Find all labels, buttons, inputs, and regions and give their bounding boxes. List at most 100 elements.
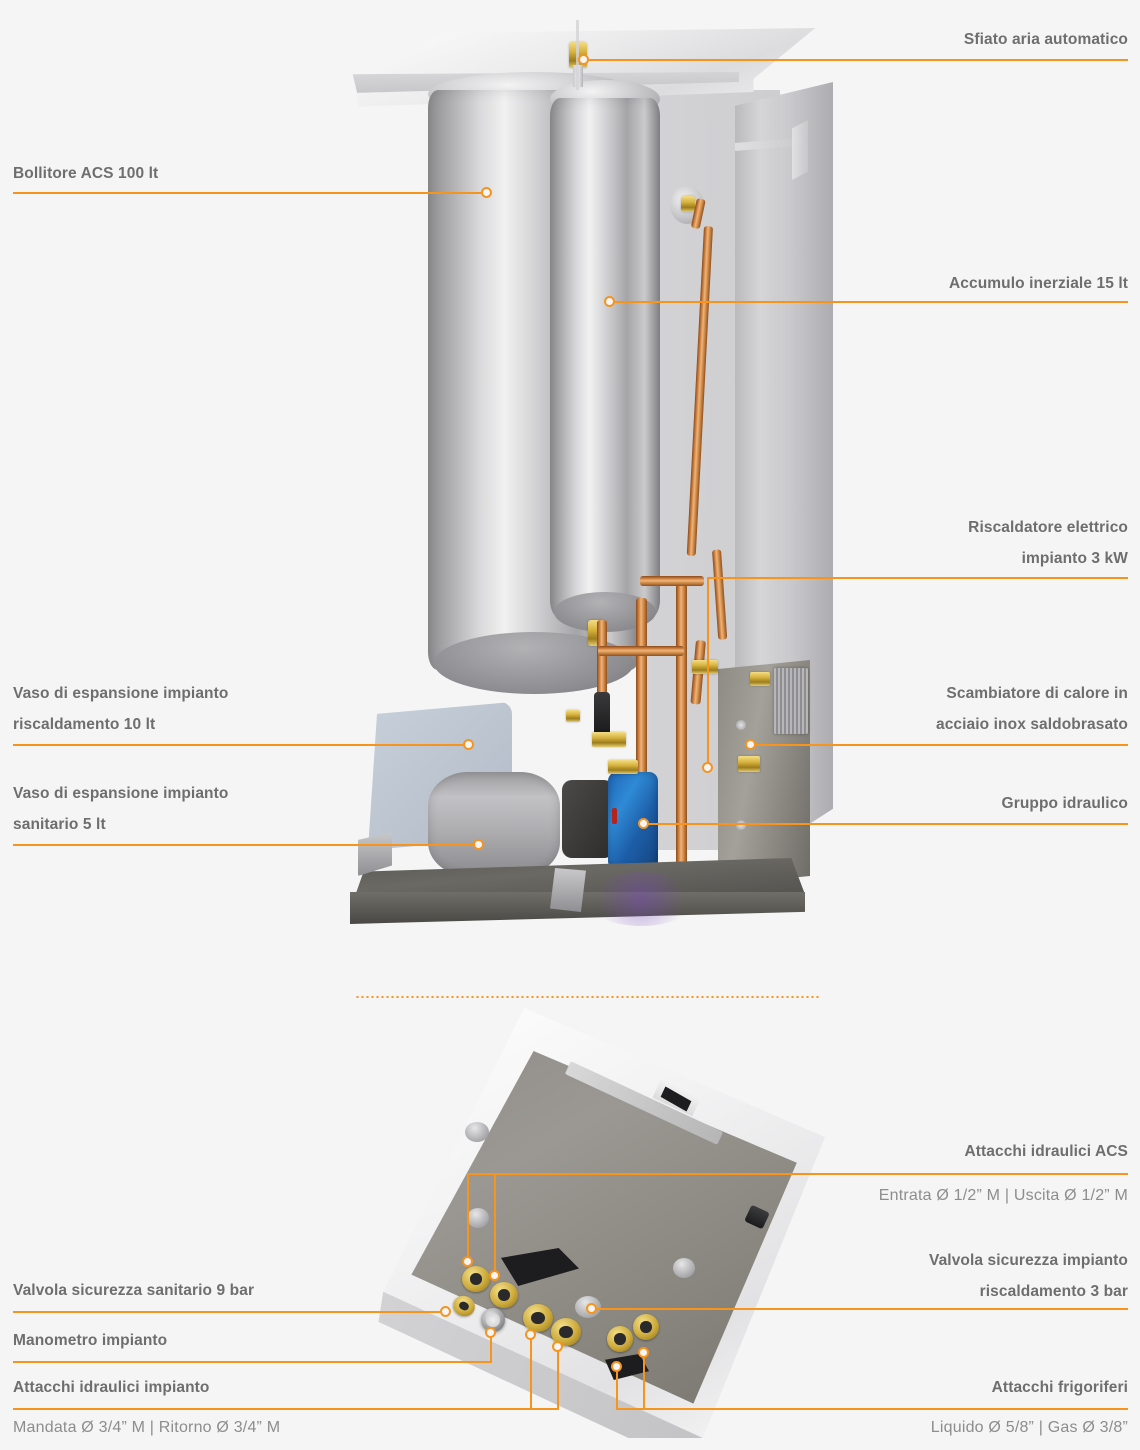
label-line: Bollitore ACS 100 lt bbox=[13, 165, 159, 182]
leader-line-scambiatore-di-calore bbox=[755, 744, 1128, 746]
label-line: sanitario 5 lt bbox=[13, 816, 106, 833]
copper-crossover bbox=[598, 646, 684, 656]
leader-dot-acs-outlet bbox=[489, 1270, 500, 1281]
product-image-top-unit bbox=[340, 20, 840, 950]
label-line: Attacchi idraulici ACS bbox=[964, 1143, 1128, 1160]
leader-line-vaso-espansione-riscaldamento bbox=[13, 744, 467, 746]
refrigerant-fitting-liquid bbox=[607, 1326, 633, 1352]
copper-crossover-upper bbox=[640, 576, 704, 586]
buffer-tank-body bbox=[550, 98, 660, 618]
exchanger-fitting-mid bbox=[738, 756, 760, 772]
product-image-bottom-unit bbox=[355, 1008, 825, 1438]
leader-dot-gruppo-idraulico bbox=[638, 818, 649, 829]
mounting-bracket-center bbox=[550, 868, 586, 912]
callout-label-valvola-sicurezza-sanitario: Valvola sicurezza sanitario 9 bar bbox=[13, 1275, 613, 1306]
brass-fitting-5 bbox=[692, 660, 718, 674]
label-line: Sfiato aria automatico bbox=[963, 31, 1128, 48]
leader-line-attacchi-idraulici-impianto bbox=[13, 1408, 559, 1410]
leader-dot-riscaldatore-elettrico bbox=[702, 762, 713, 773]
baseplate-grommet-upper bbox=[465, 1122, 489, 1142]
label-line: riscaldamento 10 lt bbox=[13, 716, 156, 733]
brass-fitting-6 bbox=[566, 710, 580, 722]
label-line: impianto 3 kW bbox=[1021, 550, 1128, 567]
label-line: Vaso di espansione impianto bbox=[13, 685, 229, 702]
leader-line-valvola-sicurezza-sanitario bbox=[13, 1311, 444, 1313]
brass-fitting-1 bbox=[592, 732, 626, 747]
leader-line-impianto-branch-1 bbox=[530, 1336, 532, 1408]
leader-dot-valvola-sicurezza-impianto bbox=[586, 1303, 597, 1314]
leader-line-riscaldatore-elettrico bbox=[707, 577, 1128, 579]
leader-dot-sfiato-aria-automatico bbox=[578, 54, 589, 65]
leader-line-sfiato-aria-automatico bbox=[583, 59, 1128, 61]
leader-line-manometro-riser bbox=[490, 1334, 492, 1363]
callout-label-attacchi-frigoriferi: Attacchi frigoriferi bbox=[528, 1372, 1128, 1403]
leader-dot-acs-inlet bbox=[462, 1256, 473, 1267]
brass-fitting-2 bbox=[608, 760, 638, 774]
leader-line-vaso-espansione-sanitario bbox=[13, 844, 477, 846]
callout-label-sfiato-aria-automatico: Sfiato aria automatico bbox=[528, 24, 1128, 55]
leader-line-acs-branch-2 bbox=[494, 1173, 496, 1273]
callout-label-manometro-impianto: Manometro impianto bbox=[13, 1325, 613, 1356]
label-line: Valvola sicurezza sanitario 9 bar bbox=[13, 1282, 255, 1299]
leader-dot-manometro-impianto bbox=[485, 1327, 496, 1338]
baseplate-grommet-mid bbox=[467, 1208, 489, 1228]
leader-line-manometro-impianto bbox=[13, 1361, 492, 1363]
cabinet-rail-side bbox=[792, 120, 808, 180]
leader-line-valvola-sicurezza-impianto bbox=[596, 1308, 1128, 1310]
label-line: Vaso di espansione impianto bbox=[13, 785, 229, 802]
leader-line-frigoriferi-branch-1 bbox=[616, 1368, 618, 1408]
copper-riser-1 bbox=[597, 620, 607, 740]
leader-dot-valvola-sicurezza-sanitario bbox=[440, 1306, 451, 1317]
leader-line-gruppo-idraulico bbox=[643, 823, 1128, 825]
copper-riser-2 bbox=[636, 598, 647, 898]
acs-fitting-inlet bbox=[462, 1266, 490, 1292]
expansion-vessel-dhw bbox=[428, 772, 560, 876]
callout-label-vaso-espansione-riscaldamento: Vaso di espansione impianto riscaldament… bbox=[13, 678, 613, 740]
leader-dot-bollitore-acs bbox=[481, 187, 492, 198]
base-highlight-glow bbox=[586, 872, 696, 926]
label-line: Scambiatore di calore in bbox=[946, 685, 1128, 702]
callout-subcaption-attacchi-idraulici-impianto: Mandata Ø 3/4” M | Ritorno Ø 3/4” M bbox=[13, 1419, 281, 1436]
circulator-motor bbox=[562, 780, 614, 858]
label-line: Manometro impianto bbox=[13, 1332, 168, 1349]
air-vent-guide bbox=[576, 20, 579, 90]
callout-subcaption-attacchi-idraulici-acs: Entrata Ø 1/2” M | Uscita Ø 1/2” M bbox=[878, 1187, 1128, 1204]
manual-vent-valve bbox=[594, 692, 610, 736]
leader-dot-scambiatore-di-calore bbox=[745, 739, 756, 750]
callout-label-valvola-sicurezza-impianto: Valvola sicurezza impianto riscaldamento… bbox=[528, 1245, 1128, 1307]
leader-line-bollitore-acs bbox=[13, 192, 485, 194]
leader-dot-accumulo-inerziale bbox=[604, 296, 615, 307]
leader-line-acs-branch-1 bbox=[467, 1173, 469, 1259]
callout-label-attacchi-idraulici-impianto: Attacchi idraulici impianto bbox=[13, 1372, 613, 1403]
leader-line-attacchi-idraulici-acs bbox=[467, 1173, 1128, 1175]
callout-subcaption-attacchi-frigoriferi: Liquido Ø 5/8” | Gas Ø 3/8” bbox=[930, 1419, 1128, 1436]
system-fitting-flow bbox=[523, 1304, 553, 1332]
callout-label-scambiatore-di-calore: Scambiatore di calore in acciaio inox sa… bbox=[528, 678, 1128, 740]
leader-dot-frigoriferi-liquido bbox=[611, 1361, 622, 1372]
baseplate-grommet-right bbox=[673, 1258, 695, 1278]
acs-fitting-outlet bbox=[490, 1282, 518, 1308]
panel-screw-1 bbox=[736, 720, 746, 730]
label-line: Gruppo idraulico bbox=[1001, 795, 1128, 812]
leader-line-impianto-branch-2 bbox=[557, 1348, 559, 1408]
label-line: Accumulo inerziale 15 lt bbox=[949, 275, 1128, 292]
callout-label-bollitore-acs: Bollitore ACS 100 lt bbox=[13, 158, 613, 189]
copper-riser-3 bbox=[676, 580, 687, 890]
leader-dot-vaso-espansione-riscaldamento bbox=[463, 739, 474, 750]
leader-line-riscaldatore-elettrico-drop bbox=[707, 577, 709, 767]
leader-dot-impianto-return bbox=[552, 1341, 563, 1352]
electric-heater-fitting bbox=[681, 196, 695, 212]
callout-label-riscaldatore-elettrico: Riscaldatore elettrico impianto 3 kW bbox=[528, 512, 1128, 574]
callout-label-gruppo-idraulico: Gruppo idraulico bbox=[528, 788, 1128, 819]
label-line: Valvola sicurezza impianto bbox=[928, 1252, 1128, 1269]
leader-dot-impianto-flow bbox=[525, 1329, 536, 1340]
leader-line-accumulo-inerziale bbox=[614, 301, 1128, 303]
panel-screw-2 bbox=[736, 820, 746, 830]
leader-line-attacchi-frigoriferi bbox=[616, 1408, 1128, 1410]
label-line: riscaldamento 3 bar bbox=[979, 1283, 1128, 1300]
valve-indicator-red bbox=[612, 808, 617, 824]
label-line: Attacchi idraulici impianto bbox=[13, 1379, 210, 1396]
plate-heat-exchanger bbox=[774, 668, 808, 734]
leader-dot-frigoriferi-gas bbox=[638, 1347, 649, 1358]
